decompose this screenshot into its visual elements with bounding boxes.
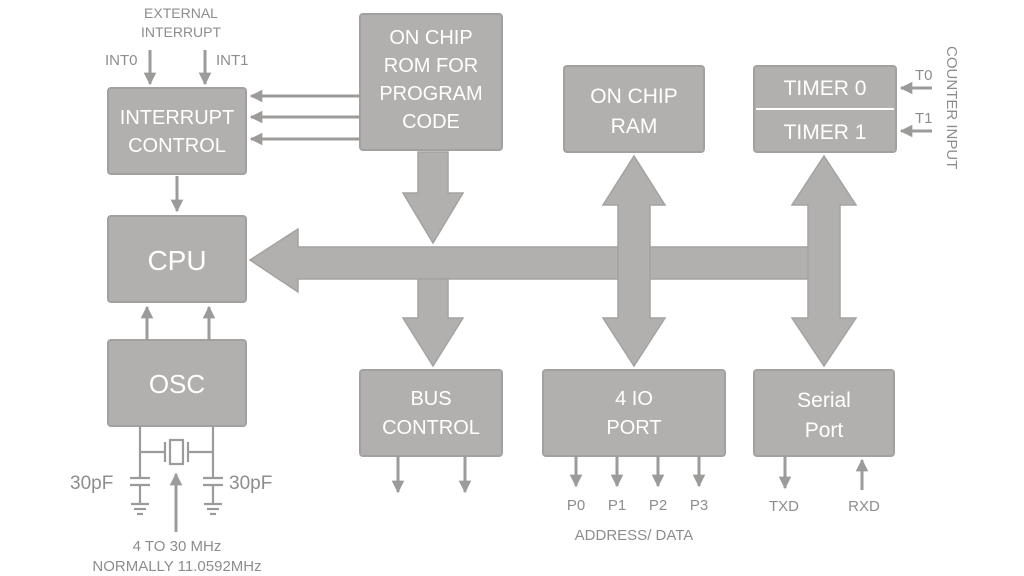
p2-label: P2: [649, 497, 667, 514]
rom-to-interrupt-lines: [249, 89, 360, 146]
timer-block: TIMER 0 TIMER 1: [753, 65, 897, 153]
t1-label: T1: [915, 110, 933, 127]
p1-label: P1: [608, 497, 626, 514]
timer0-label: TIMER 0: [784, 77, 867, 100]
freq-normal-label: NORMALLY 11.0592MHz: [92, 558, 261, 575]
svg-text:CPU: CPU: [147, 245, 206, 276]
timer1-label: TIMER 1: [784, 121, 867, 144]
txd-label: TXD: [769, 498, 799, 515]
rom-to-bus-control-arrow: [401, 151, 465, 245]
rxd-label: RXD: [848, 498, 880, 515]
int0-label: INT0: [105, 52, 138, 69]
timer-serial-bus-arrow: [790, 154, 858, 368]
p0-label: P0: [567, 497, 585, 514]
osc-block: OSC: [107, 339, 247, 427]
main-data-bus: [248, 227, 819, 294]
cpu-block: CPU: [107, 215, 247, 303]
int1-label: INT1: [216, 52, 249, 69]
bus-control-output-arrows: [391, 456, 472, 494]
cap-left-label: 30pF: [70, 473, 113, 494]
ram-bus-arrow: [601, 154, 667, 368]
t0-label: T0: [915, 67, 933, 84]
crystal-circuit: [130, 426, 223, 532]
bus-to-bus-control-arrow: [401, 278, 465, 368]
io-port-output-arrows: [569, 456, 706, 488]
external-interrupt-inputs: [143, 50, 212, 86]
svg-text:OSC: OSC: [149, 369, 205, 399]
p3-label: P3: [690, 497, 708, 514]
osc-to-cpu-arrows: [140, 305, 216, 340]
counter-input-arrows: [899, 81, 932, 138]
counter-input-label: COUNTER INPUT: [943, 46, 960, 169]
cap-right-label: 30pF: [229, 473, 272, 494]
freq-range-label: 4 TO 30 MHz: [133, 538, 222, 555]
address-data-label: ADDRESS/ DATA: [575, 527, 694, 544]
